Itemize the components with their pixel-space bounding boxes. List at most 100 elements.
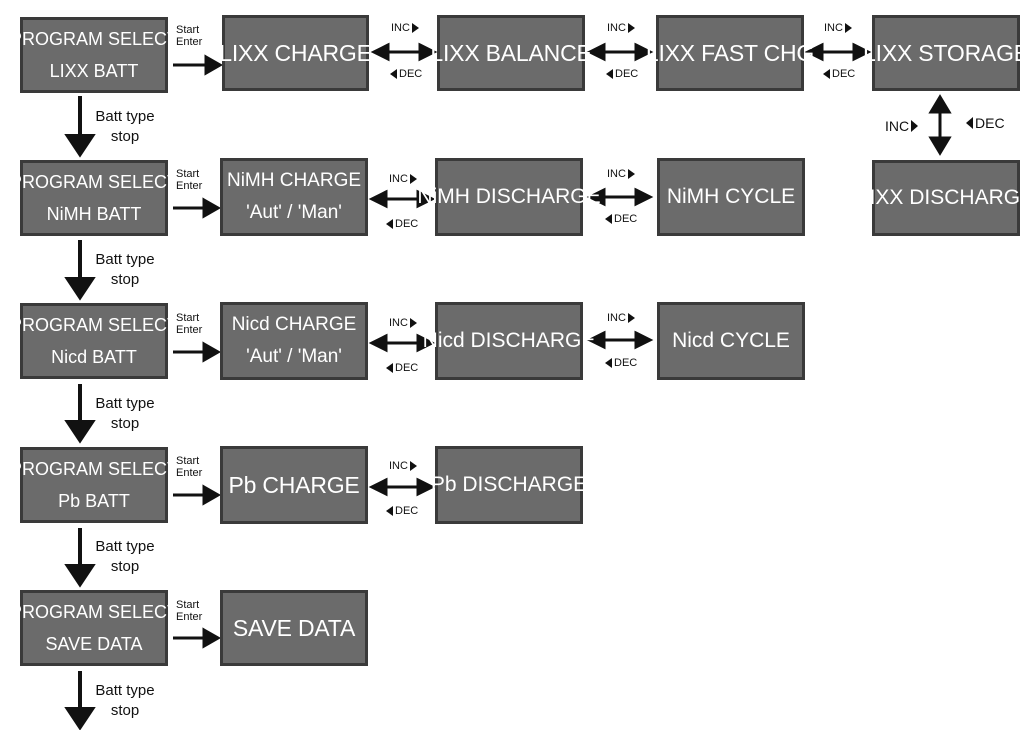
program-select-label: PROGRAM SELECT [9, 29, 179, 49]
save-data-label: SAVE DATA [232, 614, 356, 641]
left-triangle-icon [386, 506, 393, 516]
inc-indicator: INC [607, 22, 635, 34]
right-triangle-icon [911, 120, 919, 132]
inc-indicator: INC [389, 460, 417, 472]
batt-type-stop-label: Batt type stop [95, 395, 155, 432]
right-triangle-icon [409, 174, 417, 184]
nicd-cycle-box[interactable]: Nicd CYCLE [657, 302, 805, 380]
lixx-discharge-box[interactable]: LIXX DISCHARGE [858, 160, 1033, 236]
nimh-discharge-label: NiMH DISCHARGE [417, 185, 601, 208]
inc-indicator: INC [824, 22, 852, 34]
nimh-charge-label: NiMH CHARGE [226, 170, 362, 191]
left-triangle-icon [606, 69, 613, 79]
program-select-label: PROGRAM SELECT [9, 602, 179, 622]
left-triangle-icon [605, 214, 612, 224]
pb-charge-box[interactable]: Pb CHARGE [220, 446, 368, 524]
start-enter-label: Start Enter [176, 24, 203, 48]
lixx-storage-label: LIXX STORAGE [863, 39, 1029, 66]
arrowhead [64, 707, 96, 730]
inc-indicator: INC [391, 22, 419, 34]
left-triangle-icon [823, 69, 830, 79]
arrowhead [64, 564, 96, 588]
lixx-charge-box[interactable]: LIXX CHARGE [219, 15, 372, 91]
program-select-save-box[interactable]: PROGRAM SELECT SAVE DATA [10, 590, 178, 666]
dec-indicator: DEC [386, 362, 418, 374]
start-arrows [173, 54, 224, 649]
program-select-lixx-box[interactable]: PROGRAM SELECT LIXX BATT [10, 17, 178, 93]
nimh-cycle-label: NiMH CYCLE [666, 185, 796, 208]
right-triangle-icon [627, 313, 635, 323]
dec-indicator: DEC [823, 68, 855, 80]
program-select-pb-box[interactable]: PROGRAM SELECT Pb BATT [10, 447, 178, 523]
inc-indicator: INC [885, 118, 919, 134]
batt-type-arrows [64, 96, 96, 730]
arrowhead [202, 484, 222, 506]
arrowhead [64, 420, 96, 444]
battery-type-label: Pb BATT [58, 491, 130, 511]
left-triangle-icon [386, 219, 393, 229]
inc-indicator: INC [389, 317, 417, 329]
lixx-balance-label: LIXX BALANCE [430, 39, 592, 66]
charge-mode-label: 'Aut' / 'Man' [246, 202, 342, 223]
program-select-label: PROGRAM SELECT [9, 459, 179, 479]
nicd-discharge-box[interactable]: Nicd DISCHARGE [423, 302, 595, 380]
lixx-discharge-label: LIXX DISCHARGE [857, 186, 1033, 209]
right-triangle-icon [627, 169, 635, 179]
inc-indicator: INC [389, 173, 417, 185]
lixx-fast-chg-box[interactable]: LIXX FAST CHG [646, 15, 814, 91]
arrowhead [202, 197, 222, 219]
program-select-nicd-box[interactable]: PROGRAM SELECT Nicd BATT [10, 303, 178, 379]
left-triangle-icon [386, 363, 393, 373]
battery-type-label: NiMH BATT [46, 204, 142, 224]
charge-mode-label: 'Aut' / 'Man' [246, 346, 342, 367]
program-select-nimh-box[interactable]: PROGRAM SELECT NiMH BATT [10, 160, 178, 236]
nicd-cycle-label: Nicd CYCLE [672, 329, 790, 352]
save-data-box[interactable]: SAVE DATA [220, 590, 368, 666]
left-triangle-icon [966, 117, 973, 129]
lixx-balance-box[interactable]: LIXX BALANCE [430, 15, 592, 91]
batt-type-stop-label: Batt type stop [95, 682, 155, 719]
left-triangle-icon [390, 69, 397, 79]
nicd-charge-box[interactable]: Nicd CHARGE 'Aut' / 'Man' [220, 302, 368, 380]
program-select-label: PROGRAM SELECT [9, 315, 179, 335]
dec-indicator: DEC [390, 68, 422, 80]
nimh-discharge-box[interactable]: NiMH DISCHARGE [417, 158, 601, 236]
inc-dec-arrows [368, 42, 952, 497]
arrowhead [64, 277, 96, 301]
batt-type-stop-label: Batt type stop [95, 108, 155, 145]
batt-type-stop-label: Batt type stop [95, 538, 155, 575]
dec-indicator: DEC [386, 218, 418, 230]
right-triangle-icon [409, 461, 417, 471]
inc-indicator: INC [607, 312, 635, 324]
nimh-cycle-box[interactable]: NiMH CYCLE [657, 158, 805, 236]
arrowhead [64, 134, 96, 158]
battery-type-label: SAVE DATA [45, 634, 143, 654]
start-enter-label: Start Enter [176, 455, 203, 479]
start-enter-label: Start Enter [176, 599, 203, 623]
arrowhead [202, 627, 222, 649]
pb-charge-label: Pb CHARGE [228, 471, 360, 498]
nicd-discharge-label: Nicd DISCHARGE [422, 329, 596, 352]
dec-indicator: DEC [606, 68, 638, 80]
program-select-label: PROGRAM SELECT [9, 172, 179, 192]
batt-type-stop-label: Batt type stop [95, 251, 155, 288]
arrowhead [204, 54, 224, 76]
lixx-charge-label: LIXX CHARGE [219, 39, 372, 66]
dec-indicator: DEC [966, 115, 1005, 131]
start-enter-label: Start Enter [176, 312, 203, 336]
nimh-charge-box[interactable]: NiMH CHARGE 'Aut' / 'Man' [220, 158, 368, 236]
nicd-charge-label: Nicd CHARGE [231, 314, 357, 335]
right-triangle-icon [409, 318, 417, 328]
battery-type-label: LIXX BATT [49, 61, 139, 81]
dec-indicator: DEC [386, 505, 418, 517]
lixx-fast-chg-label: LIXX FAST CHG [645, 39, 815, 66]
battery-type-label: Nicd BATT [51, 347, 137, 367]
right-triangle-icon [844, 23, 852, 33]
pb-discharge-box[interactable]: Pb DISCHARGE [431, 446, 587, 524]
inc-indicator: INC [607, 168, 635, 180]
lixx-storage-box[interactable]: LIXX STORAGE [863, 15, 1029, 91]
arrowhead [202, 341, 222, 363]
left-triangle-icon [605, 358, 612, 368]
